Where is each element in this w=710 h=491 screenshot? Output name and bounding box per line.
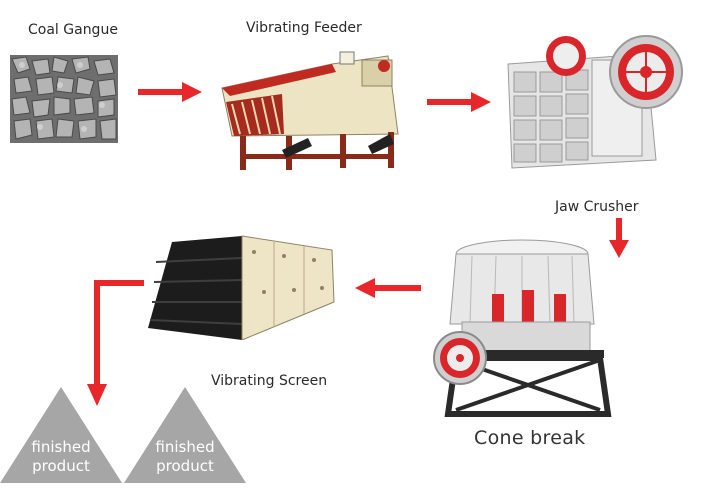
finished-product-line2: product [156, 457, 214, 475]
label-vibrating-feeder: Vibrating Feeder [246, 20, 362, 36]
label-coal-gangue: Coal Gangue [28, 22, 118, 38]
coal-gangue-image [10, 55, 118, 143]
finished-product-label-2: finished product [125, 438, 245, 476]
label-jaw-crusher: Jaw Crusher [555, 199, 639, 215]
finished-product-line2: product [32, 457, 90, 475]
label-cone-break: Cone break [474, 427, 586, 449]
vibrating-feeder-image [212, 42, 412, 170]
jaw-crusher-image [496, 20, 686, 172]
finished-product-line1: finished [155, 438, 215, 456]
finished-product-line1: finished [31, 438, 91, 456]
arrow-elbow-down [84, 276, 144, 408]
label-vibrating-screen: Vibrating Screen [211, 373, 328, 389]
finished-product-pyramid-1 [0, 387, 122, 483]
arrow-down [609, 218, 629, 258]
arrow-left [355, 278, 421, 298]
arrow-right-1 [138, 82, 202, 102]
finished-product-pyramid-2 [124, 387, 246, 483]
vibrating-screen-image [144, 232, 340, 340]
finished-product-label-1: finished product [1, 438, 121, 476]
arrow-right-2 [427, 92, 491, 112]
cone-crusher-image [432, 238, 612, 420]
